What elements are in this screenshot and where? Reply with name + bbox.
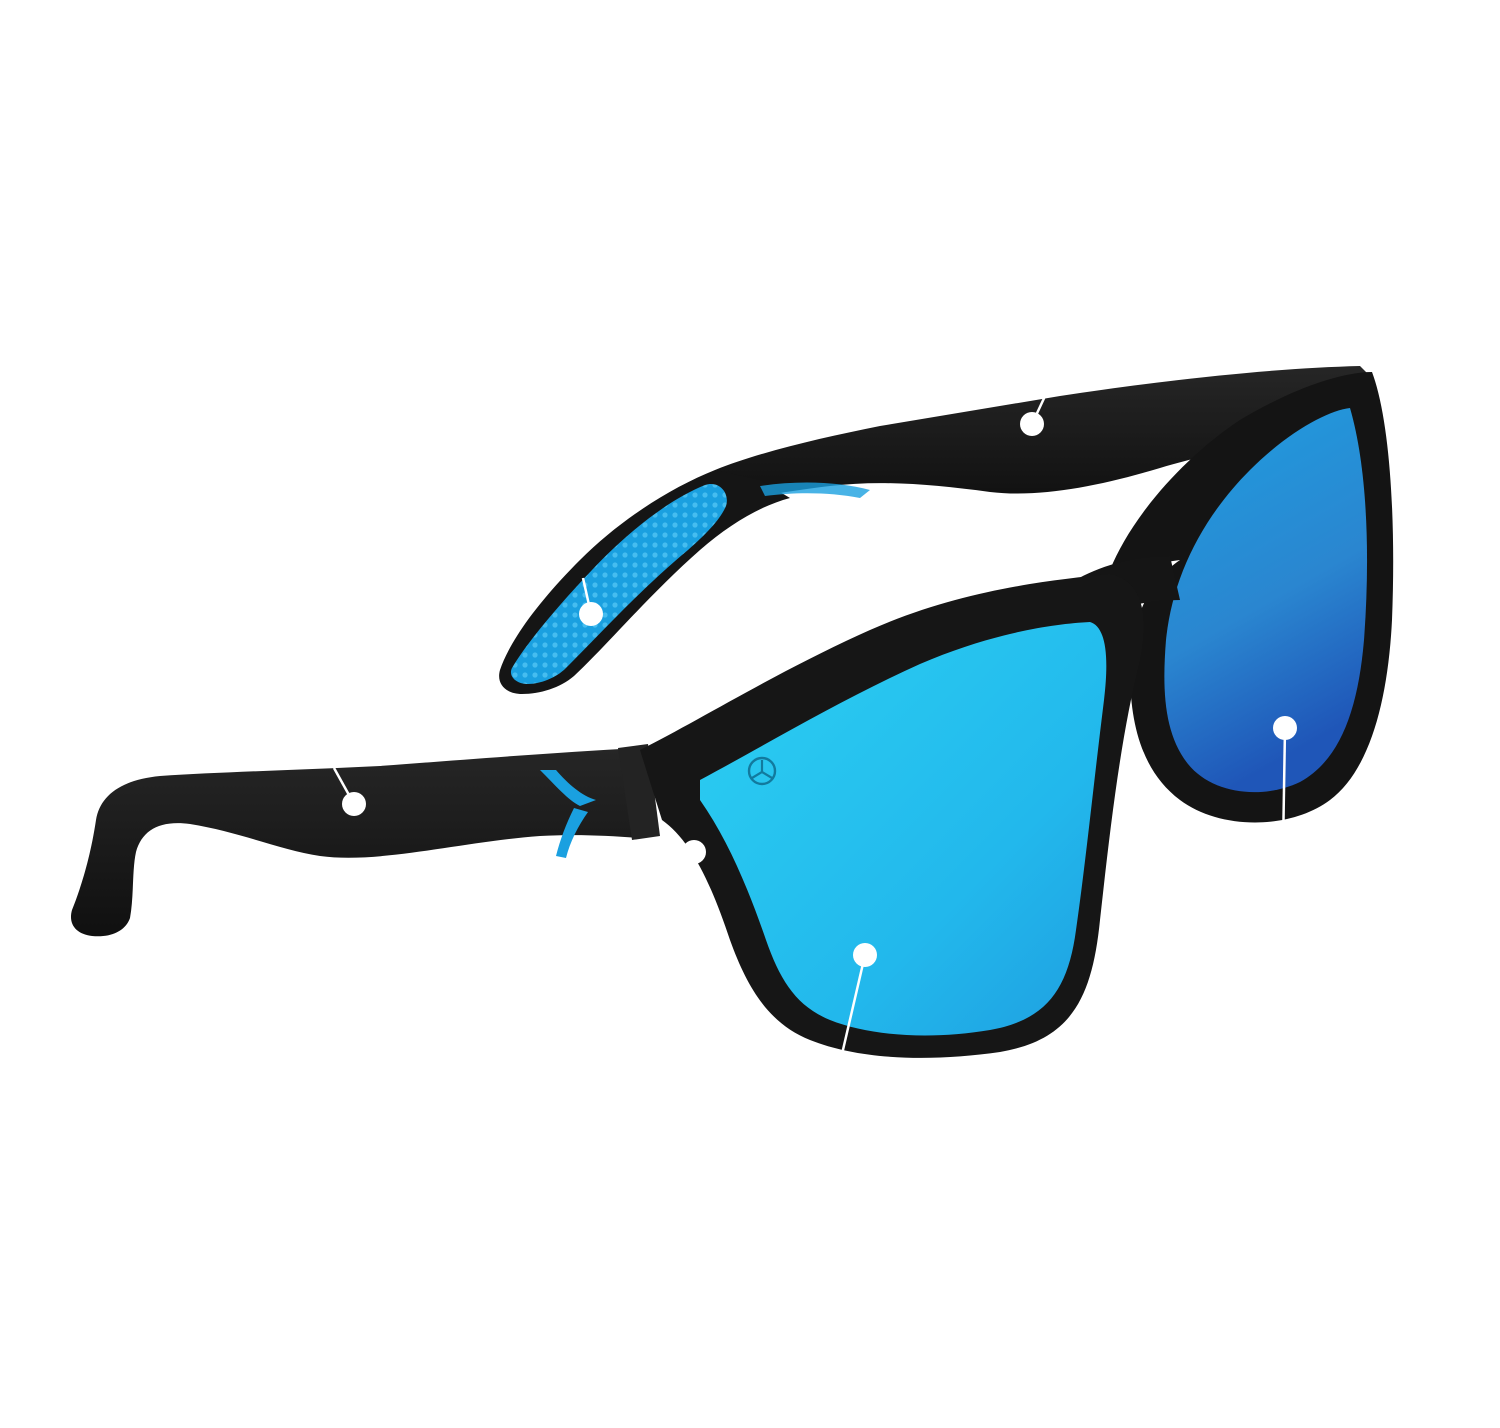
- back-lens: [1164, 408, 1368, 793]
- hotspot-temple-top[interactable]: [1020, 393, 1048, 436]
- hotspot-left-temple[interactable]: [332, 767, 366, 816]
- lens-logo-icon: [747, 756, 777, 786]
- front-lens: [700, 622, 1107, 1036]
- hotspot-right-lens[interactable]: [1273, 716, 1297, 851]
- hotspot-front-lens[interactable]: [834, 943, 877, 1081]
- back-temple-arm: [715, 366, 1372, 505]
- grip-pad: [510, 483, 727, 684]
- hotspot-hinge[interactable]: [682, 840, 706, 864]
- front-temple-arm: [70, 748, 641, 937]
- hotspot-grip-pad[interactable]: [579, 577, 603, 626]
- temple-logo-mark: [540, 770, 596, 858]
- back-inner-accent: [760, 482, 870, 498]
